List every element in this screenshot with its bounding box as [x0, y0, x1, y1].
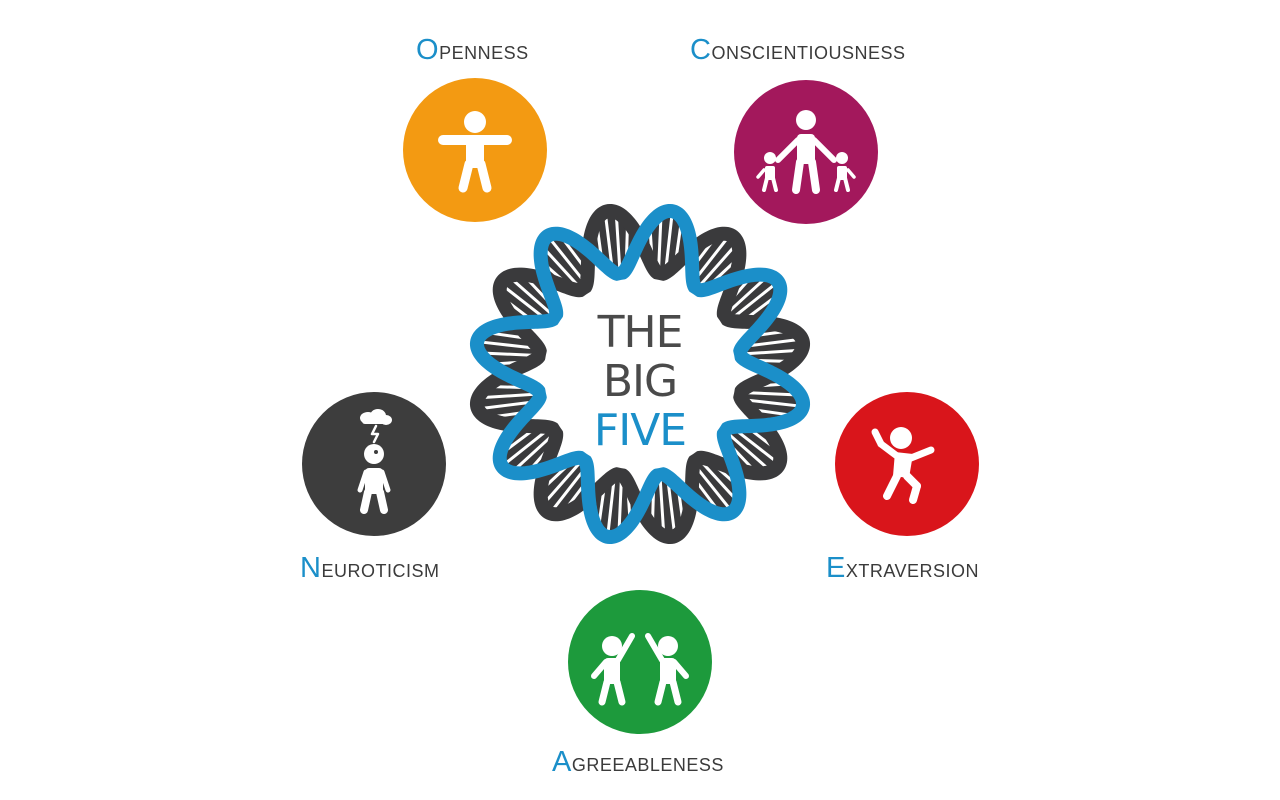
parent-with-children-icon [756, 110, 856, 194]
conscientiousness-circle [734, 80, 878, 224]
extraversion-label: EXTRAVERSION [826, 554, 979, 583]
helix-rung [617, 480, 623, 529]
helix-strand-blue [469, 203, 811, 545]
helix-rung [657, 219, 663, 268]
helix-rung [736, 430, 776, 462]
helix-rung [696, 468, 730, 508]
agreeableness-initial: A [552, 746, 572, 778]
helix-rung [748, 338, 797, 348]
helix-rung [745, 349, 796, 356]
neuroticism-initial: N [300, 552, 322, 584]
high-five-people-icon [591, 633, 689, 706]
agreeableness-circle [568, 590, 712, 734]
title-line-five: FIVE [593, 405, 687, 456]
helix-rung [552, 470, 584, 510]
helix-rung [604, 217, 614, 266]
title-line-big: BIG [602, 356, 678, 407]
conscientiousness-label: CONSCIENTIOUSNESS [690, 36, 905, 65]
helix-rung [734, 284, 774, 318]
neuroticism-circle [302, 392, 446, 536]
helix-rung [666, 482, 676, 531]
openness-label: OPENNESS [416, 36, 529, 65]
agreeableness-label: AGREEABLENESS [552, 748, 724, 777]
helix-center-disc [544, 278, 736, 470]
storm-cloud-person-icon [357, 409, 392, 514]
helix-rung [550, 240, 584, 280]
helix-rung [664, 217, 674, 267]
helix-rung [485, 351, 534, 357]
helix-rung [545, 462, 580, 502]
conscientiousness-initial: C [690, 34, 712, 66]
title-line-the: THE [597, 307, 684, 358]
conscientiousness-rest: ONSCIENTIOUSNESS [711, 35, 906, 65]
helix-rung [658, 479, 665, 530]
helix-rung [606, 481, 616, 531]
extraversion-circle [835, 392, 979, 536]
helix-rung [701, 461, 736, 499]
helix-rung [615, 218, 622, 269]
helix-rung [484, 392, 535, 399]
helix-rung [700, 246, 735, 286]
helix-rung [506, 430, 546, 464]
helix-rung [747, 398, 797, 408]
openness-circle [403, 78, 547, 222]
helix-rung [515, 435, 553, 470]
extraversion-rest: XTRAVERSION [845, 553, 980, 583]
openness-rest: PENNESS [439, 35, 529, 65]
helix-rung [504, 286, 544, 318]
neuroticism-label: NEUROTICISM [300, 554, 439, 583]
agreeableness-rest: GREEABLENESS [571, 747, 724, 777]
open-arms-person-icon [438, 111, 512, 193]
helix-rung [483, 400, 532, 410]
helix-rung [544, 249, 579, 287]
openness-initial: O [416, 34, 440, 66]
helix-rung [512, 279, 552, 314]
helix-rung [727, 278, 765, 313]
neuroticism-rest: EUROTICISM [321, 553, 440, 583]
jumping-person-icon [871, 427, 935, 504]
helix-rung [746, 391, 795, 397]
extraversion-initial: E [826, 552, 846, 584]
center-title: THE BIG FIVE [540, 308, 740, 455]
helix-rung [483, 340, 533, 350]
helix-rung [728, 434, 768, 469]
helix-rung [696, 238, 728, 278]
